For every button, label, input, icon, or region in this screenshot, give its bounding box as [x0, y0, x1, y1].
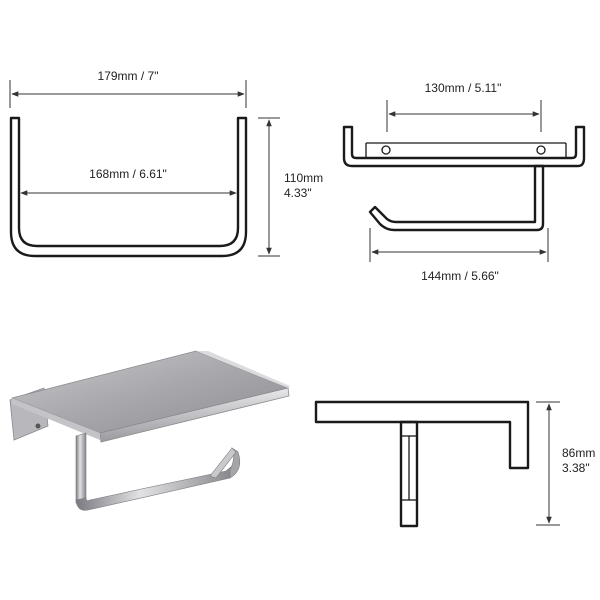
side-view: 86mm 3.38" — [314, 400, 595, 528]
shelf-front-lip — [99, 387, 290, 443]
screw-hole-icon — [381, 145, 391, 155]
rod-vertical-post — [75, 432, 87, 504]
rod-horizontal-arm — [75, 465, 237, 511]
front-inner-width-label: 168mm / 6.61" — [89, 167, 167, 181]
screw-hole-icon — [536, 145, 546, 155]
front-bracket-outline — [9, 116, 248, 258]
side-height-mm-label: 86mm — [562, 446, 595, 460]
top-arm-outline — [368, 164, 545, 232]
rod-hook-tip — [209, 447, 237, 479]
front-view: 179mm / 7" 168mm / 6.61" 110mm 4.33" — [9, 69, 323, 258]
hole-spacing-label: 130mm / 5.11" — [425, 81, 502, 95]
arm-length-label: 144mm / 5.66" — [421, 269, 499, 283]
front-height-mm-label: 110mm — [284, 171, 323, 185]
side-height-in-label: 3.38" — [562, 461, 590, 475]
front-width-label: 179mm / 7" — [98, 69, 159, 83]
side-rod-outline — [399, 420, 419, 528]
top-view: 130mm / 5.11" 144mm / 5.66" — [342, 81, 586, 283]
side-profile-outline — [314, 400, 530, 470]
screw-icon — [35, 423, 41, 429]
top-shelf-outline — [342, 125, 586, 168]
front-height-in-label: 4.33" — [284, 186, 312, 200]
product-render — [9, 350, 290, 511]
shelf-right-end — [196, 351, 290, 388]
shelf-left-lip — [12, 398, 100, 440]
